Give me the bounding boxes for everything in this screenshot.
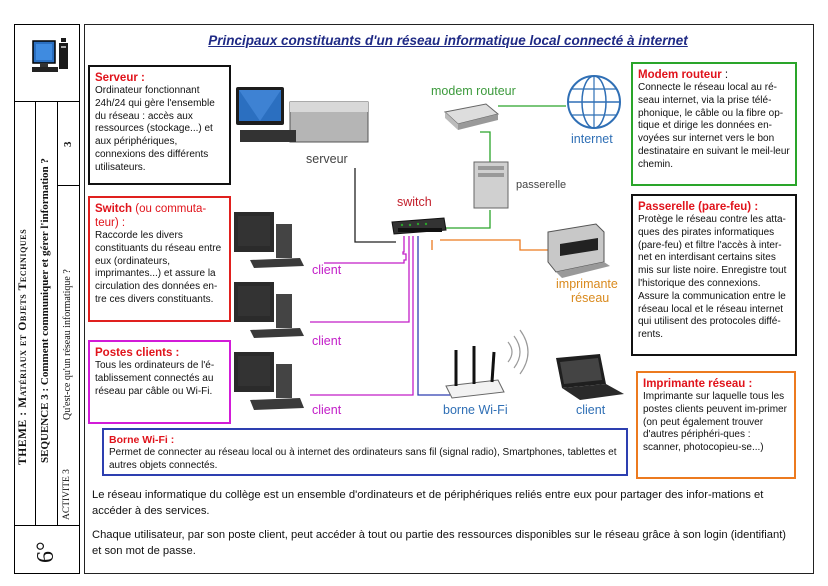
client2-line [310, 236, 410, 323]
modem-box: Modem routeur : Connecte le réseau local… [631, 62, 797, 186]
label-switch: switch [397, 195, 432, 209]
switch-box: Switch (ou commuta-teur) : Raccorde les … [88, 196, 231, 322]
label-modem-routeur: modem routeur [431, 84, 516, 98]
passerelle-text: Protège le réseau contre les atta-ques d… [638, 214, 787, 341]
client1-line [324, 236, 407, 264]
client-desktop-3-icon [234, 352, 304, 410]
label-client-2: client [312, 334, 342, 348]
postes-box: Postes clients : Tous les ordinateurs de… [88, 340, 231, 424]
switch-text: Raccorde les divers constituants du rése… [95, 230, 222, 305]
postes-heading: Postes clients : [95, 347, 180, 359]
switch-icon [391, 217, 447, 235]
label-passerelle: passerelle [516, 179, 567, 191]
laptop-icon [556, 354, 624, 400]
main-frame [84, 24, 814, 574]
label-imprimante: imprimante [556, 277, 618, 291]
page-title: Principaux constituants d'un réseau info… [208, 33, 688, 48]
imprimante-box: Imprimante réseau : Imprimante sur laque… [636, 371, 796, 479]
passerelle-tower-icon [473, 161, 509, 209]
serveur-box: Serveur : Ordinateur fonctionnant 24h/24… [88, 65, 231, 185]
label-borne-wifi: borne Wi-Fi [443, 403, 508, 417]
label-serveur: serveur [306, 152, 348, 166]
label-reseau: réseau [571, 291, 610, 305]
client-desktop-1-icon [234, 212, 304, 268]
server-line [354, 168, 396, 243]
modem-heading: Modem routeur [638, 69, 722, 81]
printer-line [440, 239, 548, 251]
wifi-access-point-icon [445, 329, 529, 399]
paragraph-1: Le réseau informatique du collège est un… [92, 489, 764, 517]
modem-heading-extra: : [721, 69, 729, 81]
printer-icon [547, 223, 610, 278]
server-icon [236, 87, 369, 143]
borne-box: Borne Wi-Fi : Permet de connecter au rés… [102, 428, 628, 476]
switch-heading: Switch [95, 203, 133, 215]
imprimante-text: Imprimante sur laquelle tous les postes … [643, 391, 787, 454]
imprimante-heading: Imprimante réseau : [643, 378, 753, 390]
modem-router-icon [443, 103, 500, 130]
modem-text: Connecte le réseau local au ré-seau inte… [638, 82, 790, 170]
internet-globe-icon [567, 75, 621, 129]
serveur-text: Ordinateur fonctionnant 24h/24 qui gère … [95, 85, 215, 173]
label-client-laptop: client [576, 403, 606, 417]
label-client-3: client [312, 403, 342, 417]
borne-heading: Borne Wi-Fi : [109, 434, 175, 446]
client-desktop-2-icon [234, 282, 304, 338]
paragraph-2: Chaque utilisateur, par son poste client… [92, 529, 787, 557]
passerelle-switch-line [440, 210, 491, 229]
label-client-1: client [312, 263, 342, 277]
client3-line [310, 236, 414, 396]
label-internet: internet [571, 132, 613, 146]
passerelle-heading: Passerelle (pare-feu) : [638, 201, 759, 213]
switch-heading-extra: (ou commuta-teur) : [95, 203, 207, 229]
borne-line [417, 236, 450, 396]
serveur-heading: Serveur : [95, 72, 145, 84]
computer-logo-icon [15, 25, 79, 97]
borne-text: Permet de connecter au réseau local ou à… [109, 447, 617, 471]
passerelle-box: Passerelle (pare-feu) : Protège le résea… [631, 194, 797, 356]
postes-text: Tous les ordinateurs de l'é-tablissement… [95, 360, 215, 397]
sidebar: THEME : Matériaux et Objets Techniques S… [14, 24, 80, 574]
modem-passerelle-line [480, 131, 491, 162]
